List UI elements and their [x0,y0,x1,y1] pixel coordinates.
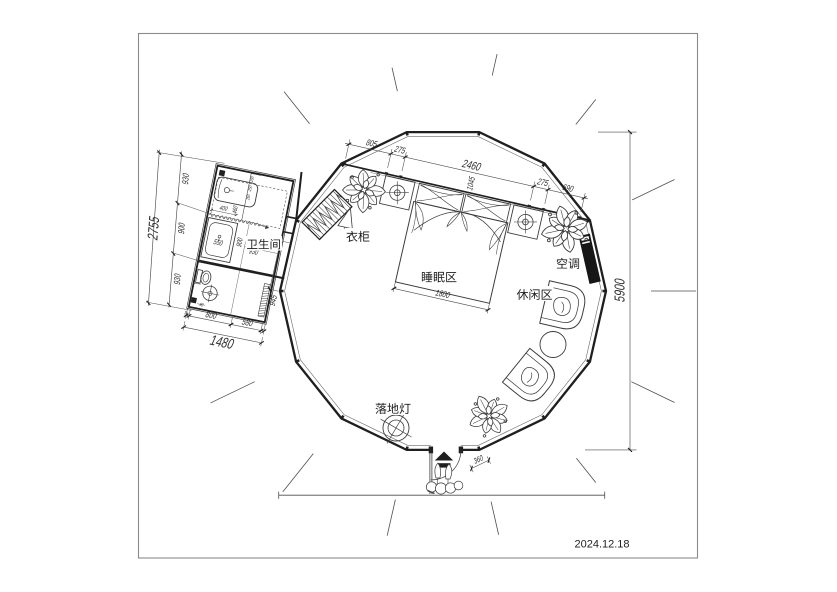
wardrobe [301,188,353,241]
dim-text: 800 [204,309,219,321]
tent-outer-wall [278,130,608,452]
wardrobe-door [337,206,353,230]
label-bathroom: 卫生间 [245,236,282,251]
dim-text: 160 [245,193,252,201]
entry-arrow-icon [434,451,454,468]
dim-text: 930 [247,248,259,257]
dim-text: 2460 [460,158,484,174]
date-label: 2024.12.18 [574,539,629,551]
dim-text: 250 [247,184,254,192]
dim-text: 460 [232,205,240,215]
dim-text: 2755 [144,214,163,242]
dim-text: 275 [535,177,550,189]
annex-junction-wall [295,171,303,221]
sheet-border [137,32,699,559]
dim-bathroom-left: 930 900 930 2755 [144,149,225,311]
side-table [539,331,567,358]
label-floorlamp: 落地灯 [374,400,412,415]
dim-text: 900 [176,221,187,235]
nightstand-right [507,204,544,240]
armchair-lower [501,347,555,402]
toilet [195,269,212,285]
dim-text: 1480 [207,332,237,353]
dim-top-chain: 805 275 2460 275 690 1045 [342,138,589,220]
dim-text: 945 [267,292,279,307]
dim-5900: 5900 [611,277,628,304]
label-leisure: 休闲区 [515,286,554,301]
dim-text: 900 [236,236,245,248]
sleeping-zone: 805 275 2460 275 690 1045 1800 [341,138,591,314]
dim-text: 805 [364,138,379,150]
dim-text: 90 [183,310,189,317]
bathroom-annex: 100 250 160 400 460 550 900 930 90 90 80… [181,163,297,353]
dim-text: 360 [473,454,484,466]
floor-drain [201,284,219,303]
dim-text: 930 [180,171,191,185]
dim-text: 930 [172,272,183,286]
dim-text: 550 [212,239,224,248]
entrance-figure [425,462,464,495]
nightstand-left [378,175,416,211]
bathtub [213,176,259,208]
dim-door-side: 360 [469,454,491,473]
dim-bed-width: 1800 [391,282,491,314]
sink-vanity [200,217,239,264]
dim-text: 1045 [465,174,477,192]
ground-line [278,489,606,499]
dim-text: 580 [240,317,255,329]
label-ac: 空调 [555,255,581,270]
threshold-hatch [257,283,271,318]
label-wardrobe: 衣柜 [345,228,371,243]
dim-text: 100 [249,175,256,183]
dim-text: 400 [218,205,228,213]
label-sleeping: 睡眠区 [420,268,458,284]
dim-text: 275 [393,144,408,156]
dim-bathroom-bottom: 90 800 580 1480 [181,308,267,353]
radiating-roof-lines [210,54,696,536]
dim-text: 690 [560,182,575,194]
bed [394,200,509,304]
curtain-line [208,213,261,227]
shower-enclosure [210,176,288,229]
dim-text: 1800 [433,288,452,301]
dim-overall-height: 5900 [585,129,637,453]
